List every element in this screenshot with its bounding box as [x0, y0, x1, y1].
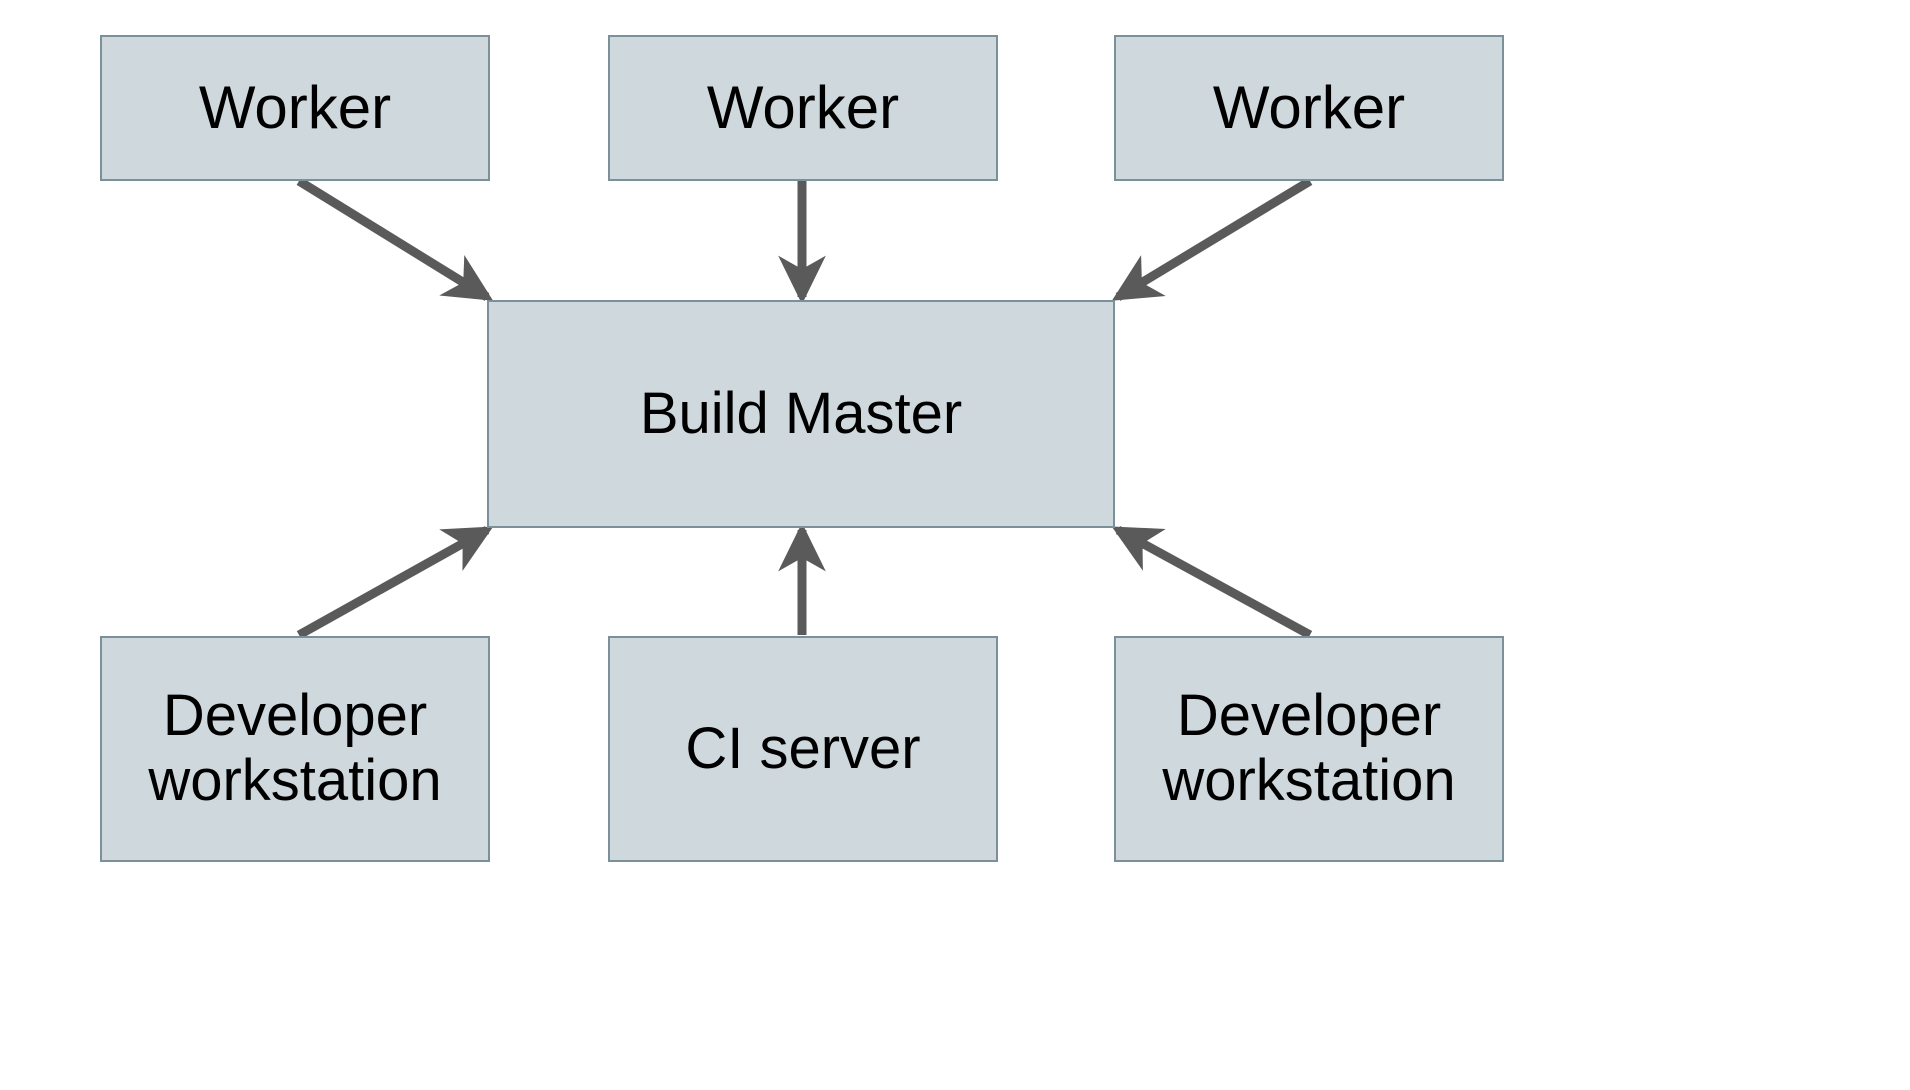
node-developer-workstation-1[interactable]: Developer workstation: [100, 636, 490, 862]
node-ci-server[interactable]: CI server: [608, 636, 998, 862]
node-worker-3[interactable]: Worker: [1114, 35, 1504, 181]
node-build-master-label: Build Master: [639, 380, 963, 446]
node-developer-workstation-2-label: Developer workstation: [1162, 683, 1456, 813]
edge-worker3-to-master: [1111, 177, 1313, 301]
node-ci-server-label: CI server: [685, 715, 921, 781]
node-developer-workstation-1-label: Developer workstation: [148, 683, 442, 813]
edge-worker1-to-master: [296, 177, 494, 301]
node-build-master[interactable]: Build Master: [487, 300, 1115, 528]
node-worker-2-label: Worker: [706, 74, 900, 142]
node-worker-1[interactable]: Worker: [100, 35, 490, 181]
node-worker-1-label: Worker: [198, 74, 392, 142]
node-developer-workstation-2[interactable]: Developer workstation: [1114, 636, 1504, 862]
node-worker-3-label: Worker: [1212, 74, 1406, 142]
edge-dev1-to-master: [296, 526, 494, 639]
node-worker-2[interactable]: Worker: [608, 35, 998, 181]
edge-dev2-to-master: [1111, 526, 1313, 639]
